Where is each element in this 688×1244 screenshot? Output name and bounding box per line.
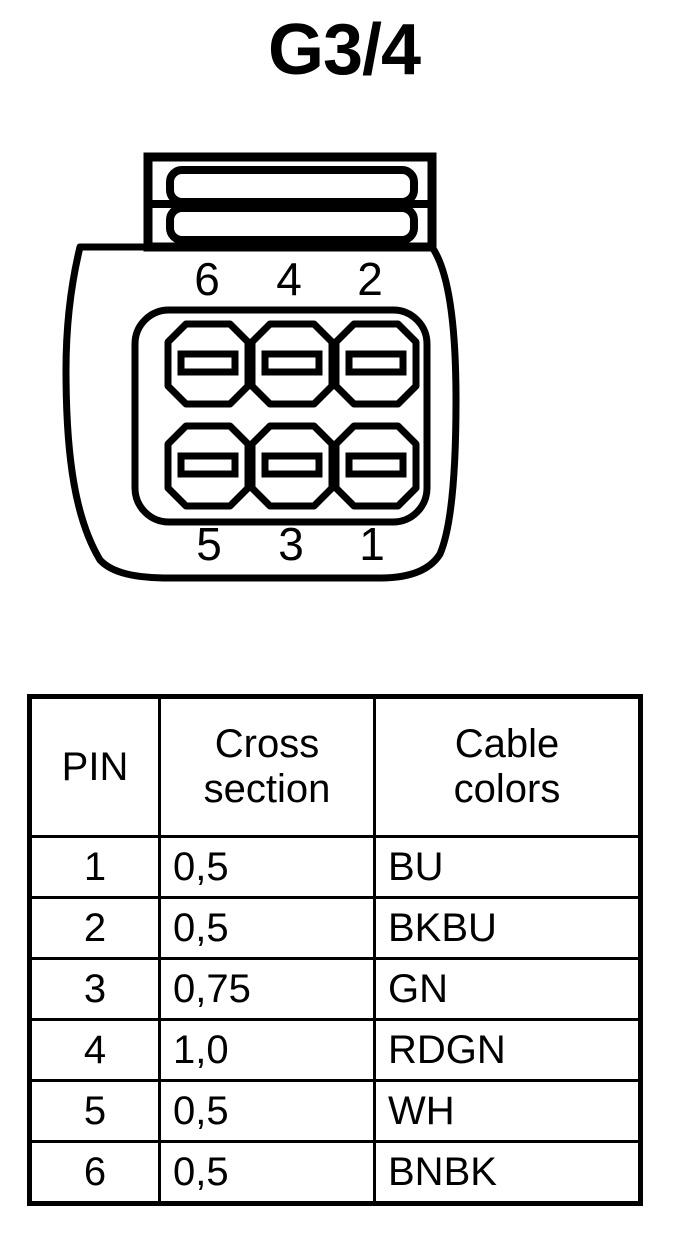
header-colors-line1: Cable [454,722,560,767]
header-colors-line2: colors [453,767,561,811]
cell-pin: 2 [28,896,161,960]
pin-label-5: 5 [196,518,222,570]
table-header-row: PIN Cross section Cable colors [28,695,642,838]
header-cross-line1: Cross [214,722,320,767]
table-header: PIN Cross section Cable colors [28,695,642,838]
cell-cross-section: 1,0 [158,1018,376,1082]
pin-label-4: 4 [276,253,302,305]
connector-svg: 6 4 2 5 3 1 [62,152,460,582]
cell-cross-section: 0,75 [158,957,376,1021]
connector-diagram: 6 4 2 5 3 1 [0,130,688,600]
cell-pin: 4 [28,1018,161,1082]
cell-pin: 3 [28,957,161,1021]
cavity-slot [345,350,407,376]
pin-label-6: 6 [194,253,220,305]
column-header-cable-colors: Cable colors [373,695,642,838]
cavity-slot [177,350,239,376]
cell-cross-section: 0,5 [158,835,376,899]
connector-latch [143,152,437,252]
cell-cross-section: 0,5 [158,1079,376,1143]
column-header-pin: PIN [28,695,161,838]
cell-pin: 5 [28,1079,161,1143]
cell-cable-color: GN [373,957,642,1021]
latch-slot-lower [166,204,418,244]
latch-slot-upper [166,166,418,206]
cell-pin: 6 [28,1140,161,1205]
cell-cable-color: WH [373,1079,642,1143]
cell-cable-color: BKBU [373,896,642,960]
cell-cable-color: BU [373,835,642,899]
header-cross-line2: section [203,767,331,811]
cell-pin: 1 [28,835,161,899]
page-title: G3/4 [267,10,421,90]
cavity-slot [345,452,407,478]
cavity-pin-6 [164,320,252,408]
cavity-pin-2 [332,320,420,408]
cell-cross-section: 0,5 [158,896,376,960]
pin-label-2: 2 [357,253,383,305]
pin-label-3: 3 [278,518,304,570]
cell-cross-section: 0,5 [158,1140,376,1205]
column-header-cross-section: Cross section [158,695,376,838]
cavity-pin-5 [164,422,252,510]
cavity-slot [177,452,239,478]
cavity-pin-1 [332,422,420,510]
cavity-slot [261,350,323,376]
pin-label-1: 1 [359,518,385,570]
cavity-pin-3 [248,422,336,510]
cavity-pin-4 [248,320,336,408]
cell-cable-color: RDGN [373,1018,642,1082]
header-pin-text: PIN [61,744,129,789]
cell-cable-color: BNBK [373,1140,642,1205]
cavity-slot [261,452,323,478]
